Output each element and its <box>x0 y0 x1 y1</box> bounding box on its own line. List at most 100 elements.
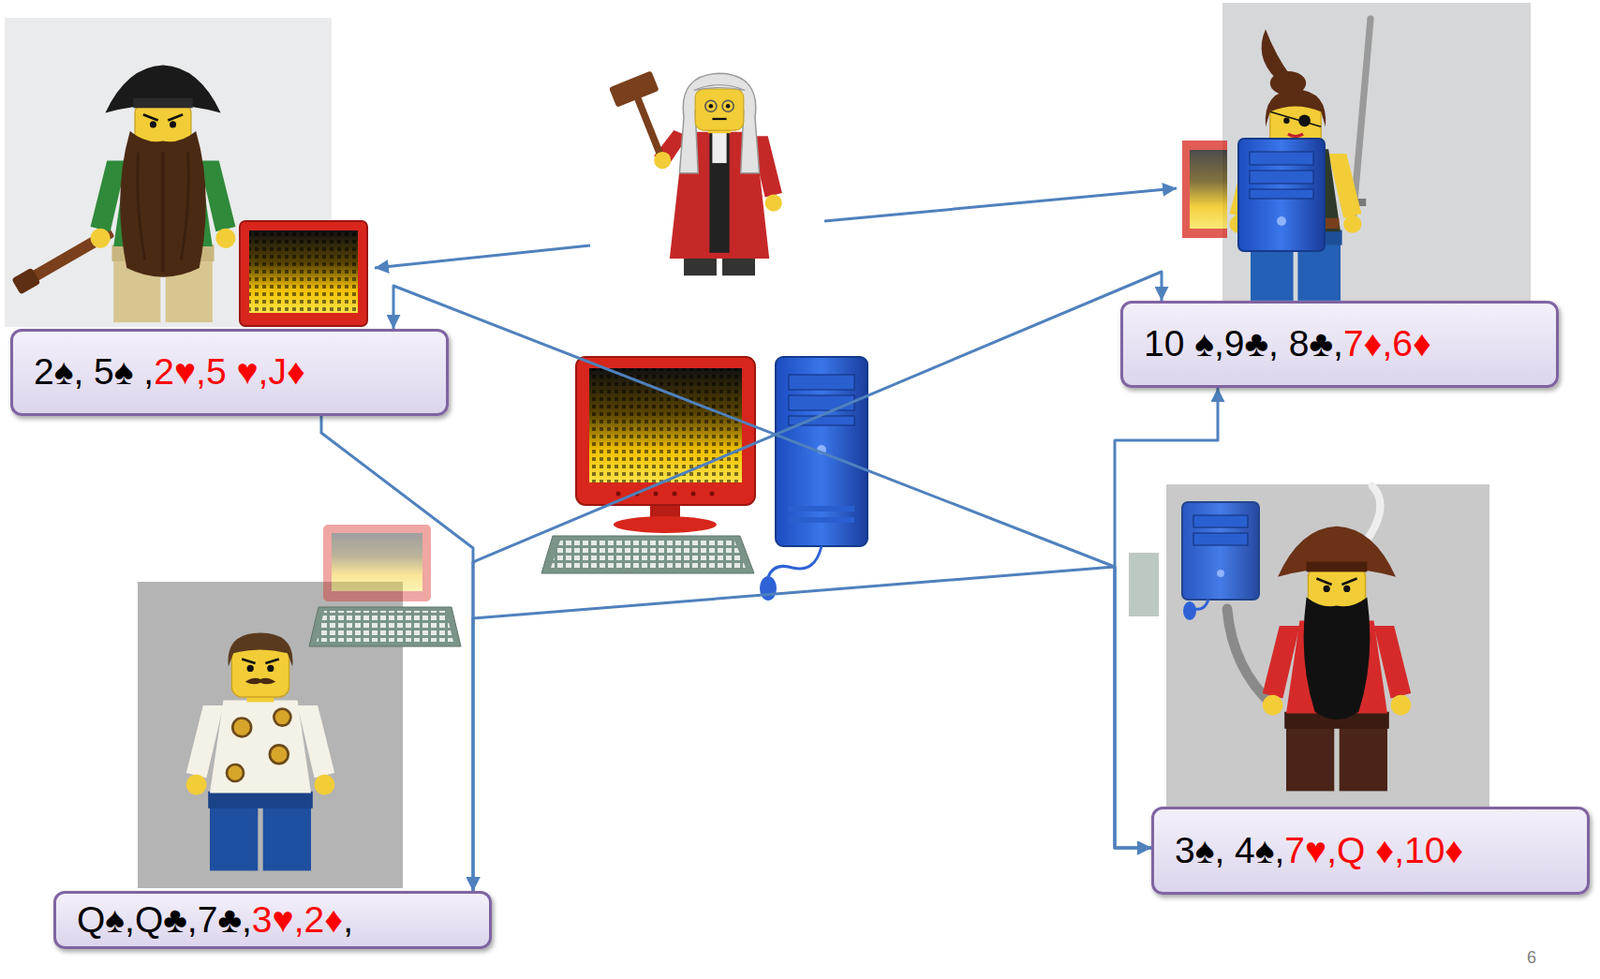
computer-tower <box>1195 599 1209 609</box>
central-computer <box>616 491 622 497</box>
judge-figure <box>608 70 660 107</box>
tourist-figure <box>207 791 313 809</box>
tourist-figure <box>263 804 312 871</box>
bearded-pirate-figure <box>90 228 111 249</box>
card-run: Q ♦ <box>1336 829 1394 871</box>
computer-tower <box>1189 149 1228 229</box>
card-hand-text: 3♠, 4♠,7♥,Q ♦,10♦ <box>1174 829 1464 873</box>
card-run: , <box>1333 323 1344 364</box>
judge-figure <box>722 100 734 112</box>
card-run: , <box>1381 323 1393 364</box>
central-computer <box>653 491 659 497</box>
computer-tower <box>1182 140 1228 238</box>
bearded-pirate-figure <box>137 152 190 273</box>
card-hand-text: 10 ♠,9♣, 8♣,7♦,6♦ <box>1143 323 1432 366</box>
card-run: 2♦ <box>304 899 344 940</box>
computer-keyboard <box>331 533 423 592</box>
computer-tower <box>1193 515 1248 528</box>
card-run: , <box>73 351 84 392</box>
bearded-pirate-figure <box>149 120 157 128</box>
woman-pirate-figure <box>1343 215 1362 234</box>
judge-figure <box>711 118 726 120</box>
card-run: 3♠ <box>1174 829 1215 871</box>
central-computer <box>768 546 822 578</box>
tourist-figure <box>247 665 254 672</box>
network-link <box>393 285 1152 848</box>
card-run: , <box>187 899 198 940</box>
card-run: 10♦ <box>1404 829 1464 871</box>
central-computer <box>672 491 678 497</box>
card-run: Q♣ <box>134 899 188 940</box>
computer-tower <box>1193 533 1248 546</box>
judge-figure <box>725 103 731 109</box>
computer-tower <box>1182 140 1228 238</box>
central-computer <box>589 368 742 483</box>
bearded-pirate-figure <box>169 120 177 128</box>
computer-tower <box>1238 138 1325 252</box>
card-run: , <box>1326 829 1337 871</box>
tourist-figure <box>314 774 336 796</box>
judge-figure <box>711 132 726 163</box>
tourist-figure <box>186 774 208 796</box>
card-hand-box: 3♠, 4♠,7♥,Q ♦,10♦ <box>1151 806 1590 895</box>
woman-pirate-figure <box>1229 18 1371 301</box>
computer-monitor <box>239 221 368 326</box>
card-run: 10 ♠ <box>1143 323 1215 364</box>
central-computer <box>691 491 697 497</box>
card-run: 5♠ <box>83 351 144 392</box>
black-beard-pirate-figure <box>1323 585 1331 593</box>
bearded-pirate-figure <box>11 65 236 324</box>
central-computer <box>541 535 755 574</box>
computer-monitor <box>249 230 358 313</box>
judge-figure <box>608 70 783 276</box>
central-computer <box>788 505 855 512</box>
judge-figure <box>765 194 783 212</box>
card-run: 9♣ <box>1224 323 1269 364</box>
computer-tower <box>1128 502 1260 621</box>
tourist-figure <box>269 744 289 764</box>
tourist-figure <box>209 804 258 871</box>
slide-number: 6 <box>1526 948 1537 968</box>
woman-pirate-figure <box>1288 133 1304 136</box>
central-computer <box>541 356 868 601</box>
photo-ground <box>1166 484 1490 807</box>
card-run: , <box>294 899 305 940</box>
central-computer <box>576 356 756 505</box>
tourist-figure <box>266 665 274 672</box>
card-run: 4♠ <box>1224 829 1275 871</box>
computer-monitor <box>239 221 368 326</box>
bearded-pirate-figure <box>133 98 193 109</box>
photo-ground <box>1222 2 1531 301</box>
bearded-pirate-figure <box>11 223 117 296</box>
network-link <box>473 566 1152 891</box>
computer-tower <box>1249 151 1314 165</box>
central-computer <box>788 395 855 411</box>
computer-keyboard <box>316 610 454 642</box>
card-run: Q♠ <box>76 899 125 940</box>
judge-arrow <box>824 188 1177 222</box>
tourist-figure <box>226 764 244 782</box>
card-hand-box: 10 ♠,9♣, 8♣,7♦,6♦ <box>1120 300 1559 388</box>
central-computer <box>613 516 717 534</box>
computer-keyboard <box>323 524 431 602</box>
central-computer <box>759 576 777 601</box>
judge-figure <box>709 103 714 109</box>
judge-arrow <box>374 245 591 268</box>
card-run: 6♦ <box>1392 323 1432 364</box>
judge-figure <box>694 84 746 90</box>
card-run: , <box>1274 829 1286 871</box>
bearded-pirate-figure <box>143 114 183 120</box>
card-run: 7♦ <box>1343 323 1383 364</box>
card-hand-box: 2♠, 5♠ ,2♥,5 ♥,J♦ <box>10 328 449 416</box>
card-run: , <box>124 899 135 940</box>
judge-figure <box>709 132 729 253</box>
tourist-figure <box>241 659 280 665</box>
judge-figure <box>695 88 744 131</box>
network-link <box>1114 387 1218 848</box>
black-beard-pirate-figure <box>1277 526 1396 578</box>
network-link <box>321 415 474 891</box>
computer-tower <box>1249 189 1314 199</box>
black-beard-pirate-figure <box>1306 562 1368 573</box>
judge-figure <box>637 96 663 161</box>
